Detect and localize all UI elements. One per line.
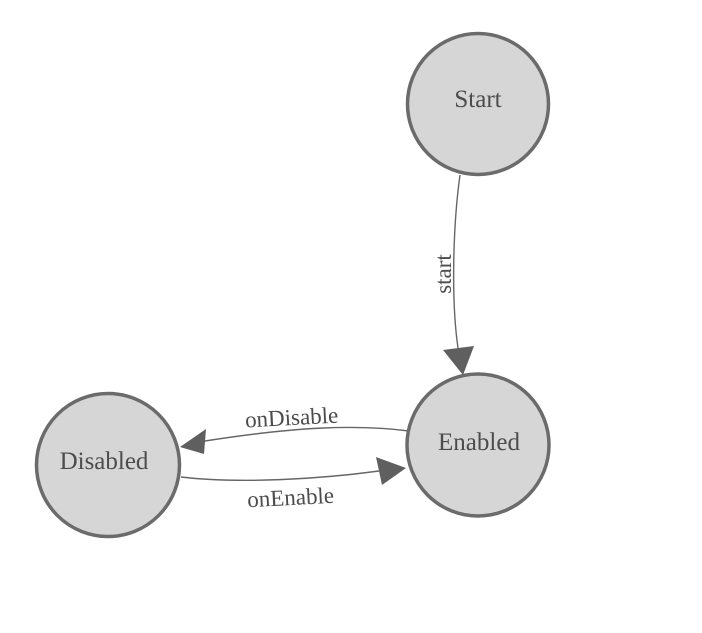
node-enabled-label: Enabled (438, 429, 520, 456)
arrowhead (180, 429, 206, 454)
edge-enabled-to-disabled-path[interactable] (204, 426, 410, 442)
arrowhead (443, 346, 474, 375)
edge-disabled-to-enabled-path[interactable] (180, 470, 380, 482)
arrowhead (376, 457, 406, 485)
edge-enabled-to-disabled[interactable]: onDisable (180, 403, 410, 454)
edge-label-start: start (431, 254, 456, 294)
node-enabled-circle[interactable] (405, 372, 551, 518)
node-disabled-label: Disabled (60, 448, 149, 475)
edge-start-to-enabled[interactable]: start (431, 174, 474, 375)
node-start-circle[interactable] (405, 31, 551, 177)
node-disabled-circle[interactable] (34, 391, 182, 539)
node-start-label: Start (454, 86, 501, 113)
edge-disabled-to-enabled[interactable]: onEnable (180, 457, 406, 513)
edge-start-to-enabled-path[interactable] (452, 174, 461, 349)
edge-label-onenable: onEnable (247, 483, 335, 513)
node-enabled[interactable]: Enabled (405, 372, 551, 518)
edge-label-ondisable: onDisable (244, 403, 338, 433)
node-disabled[interactable]: Disabled (34, 391, 182, 539)
node-start[interactable]: Start (405, 31, 551, 177)
